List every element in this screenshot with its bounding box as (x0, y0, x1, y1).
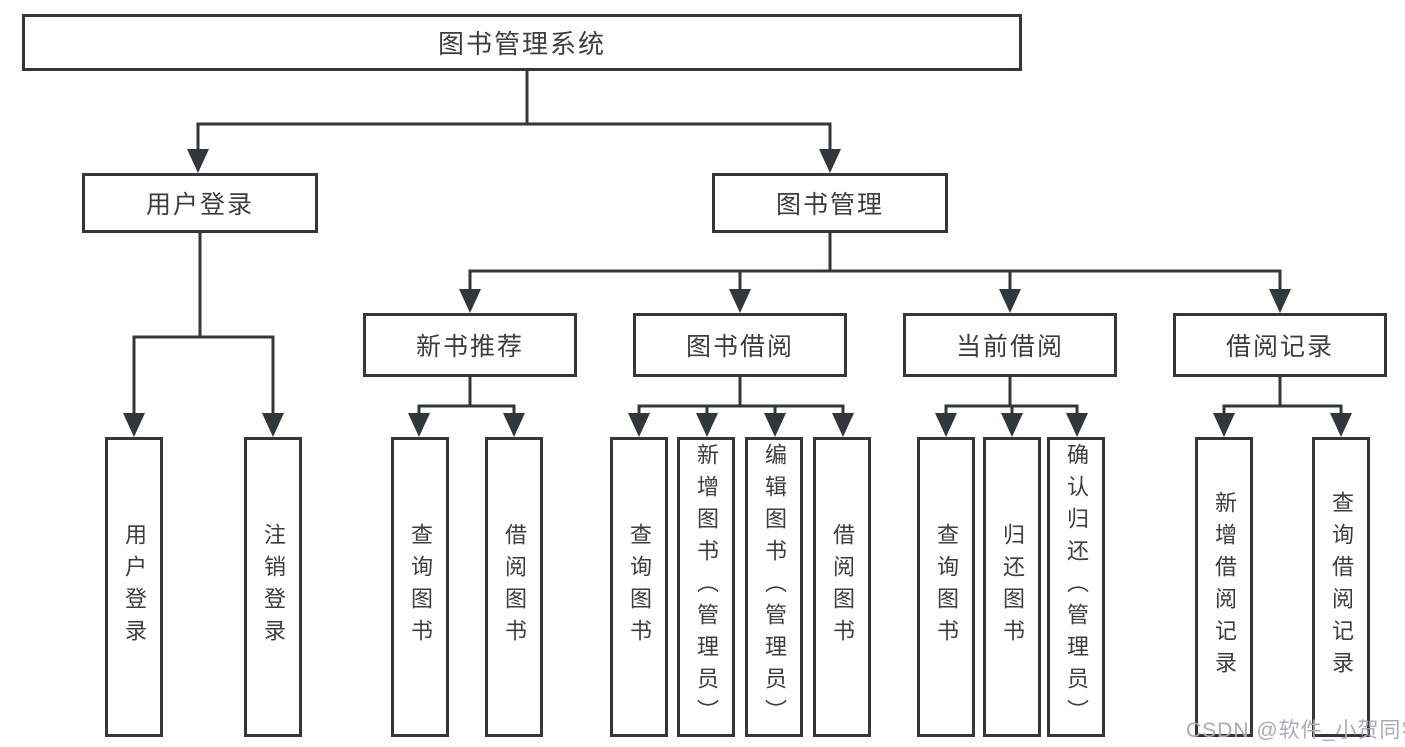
node-book-borrowing: 图书借阅 (633, 313, 847, 377)
watermark: CSDN @软件_小贺同学 (1186, 719, 1405, 742)
leaf-query-books-current: 查询图书 (917, 437, 975, 737)
node-label: 图书借阅 (685, 333, 794, 361)
leaf-return-books: 归还图书 (983, 437, 1041, 737)
leaf-query-books-borrowing: 查询图书 (610, 437, 668, 737)
node-label: 新书推荐 (415, 333, 524, 361)
leaf-query-borrow-record: 查询借阅记录 (1312, 437, 1370, 737)
leaf-label: 编辑图书（管理员） (762, 443, 787, 731)
node-label: 图书管理 (775, 191, 884, 219)
leaf-label: 新增图书（管理员） (694, 443, 719, 731)
node-user-login: 用户登录 (82, 173, 318, 233)
node-label: 借阅记录 (1225, 333, 1334, 361)
node-current-borrowing: 当前借阅 (903, 313, 1117, 377)
leaf-label: 借阅图书 (830, 523, 855, 651)
arrowheads (123, 149, 1352, 437)
leaf-label: 查询图书 (934, 523, 959, 651)
leaf-add-borrow-record: 新增借阅记录 (1195, 437, 1253, 737)
node-book-management: 图书管理 (712, 173, 948, 233)
leaf-label: 查询图书 (408, 523, 433, 651)
leaf-label: 借阅图书 (502, 523, 527, 651)
leaf-label: 确认归还（管理员） (1064, 443, 1089, 731)
leaf-borrow-books-recommend: 借阅图书 (485, 437, 543, 737)
node-library-system: 图书管理系统 (22, 14, 1022, 71)
leaf-label: 查询图书 (627, 523, 652, 651)
leaf-label: 注销登录 (261, 523, 286, 651)
node-label: 用户登录 (145, 191, 254, 219)
leaf-label: 查询借阅记录 (1329, 491, 1354, 683)
leaf-label: 用户登录 (122, 523, 147, 651)
leaf-borrow-books: 借阅图书 (813, 437, 871, 737)
leaf-add-books-admin: 新增图书（管理员） (677, 437, 735, 737)
leaf-edit-books-admin: 编辑图书（管理员） (745, 437, 803, 737)
node-new-book-recommend: 新书推荐 (363, 313, 577, 377)
leaf-query-books-recommend: 查询图书 (391, 437, 449, 737)
node-label: 当前借阅 (955, 333, 1064, 361)
leaf-confirm-return-admin: 确认归还（管理员） (1047, 437, 1105, 737)
leaf-label: 新增借阅记录 (1212, 491, 1237, 683)
leaf-logout: 注销登录 (244, 437, 302, 737)
node-borrow-records: 借阅记录 (1173, 313, 1387, 377)
node-label: 图书管理系统 (437, 29, 606, 59)
leaf-user-login: 用户登录 (105, 437, 163, 737)
leaf-label: 归还图书 (1000, 523, 1025, 651)
